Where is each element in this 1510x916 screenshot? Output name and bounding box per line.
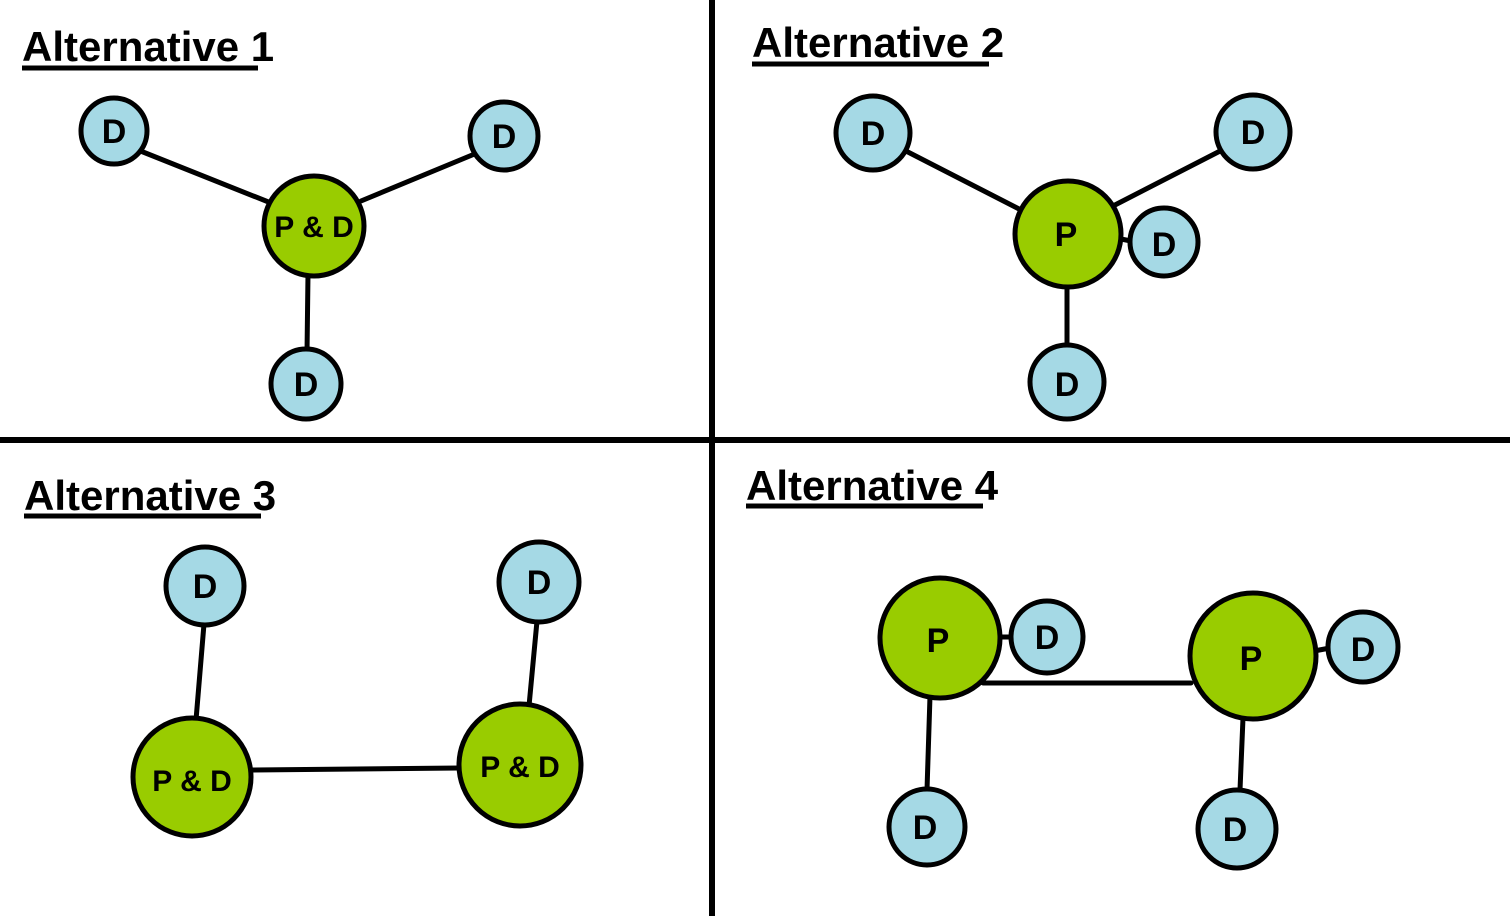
node-label: D [1241, 114, 1266, 152]
node-label: P & D [480, 751, 559, 784]
panel-title: Alternative 4 [746, 462, 999, 509]
producer-distributor-node [456, 701, 584, 829]
distributor-node [1027, 342, 1107, 422]
node-label: D [1152, 226, 1177, 264]
node-label: P & D [274, 211, 353, 244]
producer-node [1012, 178, 1124, 290]
distributor-node [163, 544, 247, 628]
node-label: P & D [152, 765, 231, 798]
panel-alternative-2: Alternative 2 D D P D D [752, 19, 1293, 422]
node-label: D [1351, 631, 1376, 669]
node-label: P [927, 622, 950, 660]
node-label: D [102, 113, 127, 151]
edge-line [1110, 146, 1227, 209]
edge-line [901, 147, 1026, 214]
node-label: D [1055, 366, 1080, 404]
distributor-node [886, 786, 968, 868]
edge-line [1237, 715, 1246, 793]
distributor-node [496, 539, 582, 625]
distributor-node [1127, 205, 1201, 279]
distributor-node [1008, 598, 1086, 676]
edge-line [358, 150, 480, 204]
panel-alternative-3: Alternative 3 D D P & D P & D [24, 472, 584, 839]
edge-line [304, 271, 311, 356]
edge-line [924, 693, 933, 793]
distributor-node [78, 95, 150, 167]
edge-line [193, 621, 207, 723]
distributor-node [1325, 609, 1401, 685]
node-label: D [527, 564, 552, 602]
distributor-node [1195, 787, 1279, 871]
edge-line [135, 147, 279, 208]
node-label: D [294, 366, 319, 404]
node-label: D [1035, 619, 1060, 657]
panel-alternative-4: Alternative 4 P D P D D D [746, 462, 1401, 871]
panel-title: Alternative 2 [752, 19, 1004, 66]
panel-title: Alternative 1 [22, 23, 274, 70]
producer-distributor-node [130, 715, 254, 839]
panel-title: Alternative 3 [24, 472, 276, 519]
distributor-node [268, 346, 344, 422]
node-label: D [1223, 811, 1248, 849]
distributor-node [467, 99, 541, 173]
distributor-node [833, 93, 913, 173]
edge-line [247, 765, 463, 773]
producer-node [1187, 590, 1319, 722]
producer-distributor-node [261, 173, 367, 279]
distributor-node [1213, 92, 1293, 172]
node-label: P [1240, 640, 1263, 678]
node-label: P [1055, 216, 1078, 254]
node-label: D [492, 118, 517, 156]
node-label: D [861, 115, 886, 153]
panel-alternative-1: Alternative 1 D D P & D D [22, 23, 541, 422]
edge-line [526, 618, 540, 709]
producer-node [877, 575, 1003, 701]
node-label: D [913, 809, 938, 847]
node-label: D [193, 568, 218, 606]
